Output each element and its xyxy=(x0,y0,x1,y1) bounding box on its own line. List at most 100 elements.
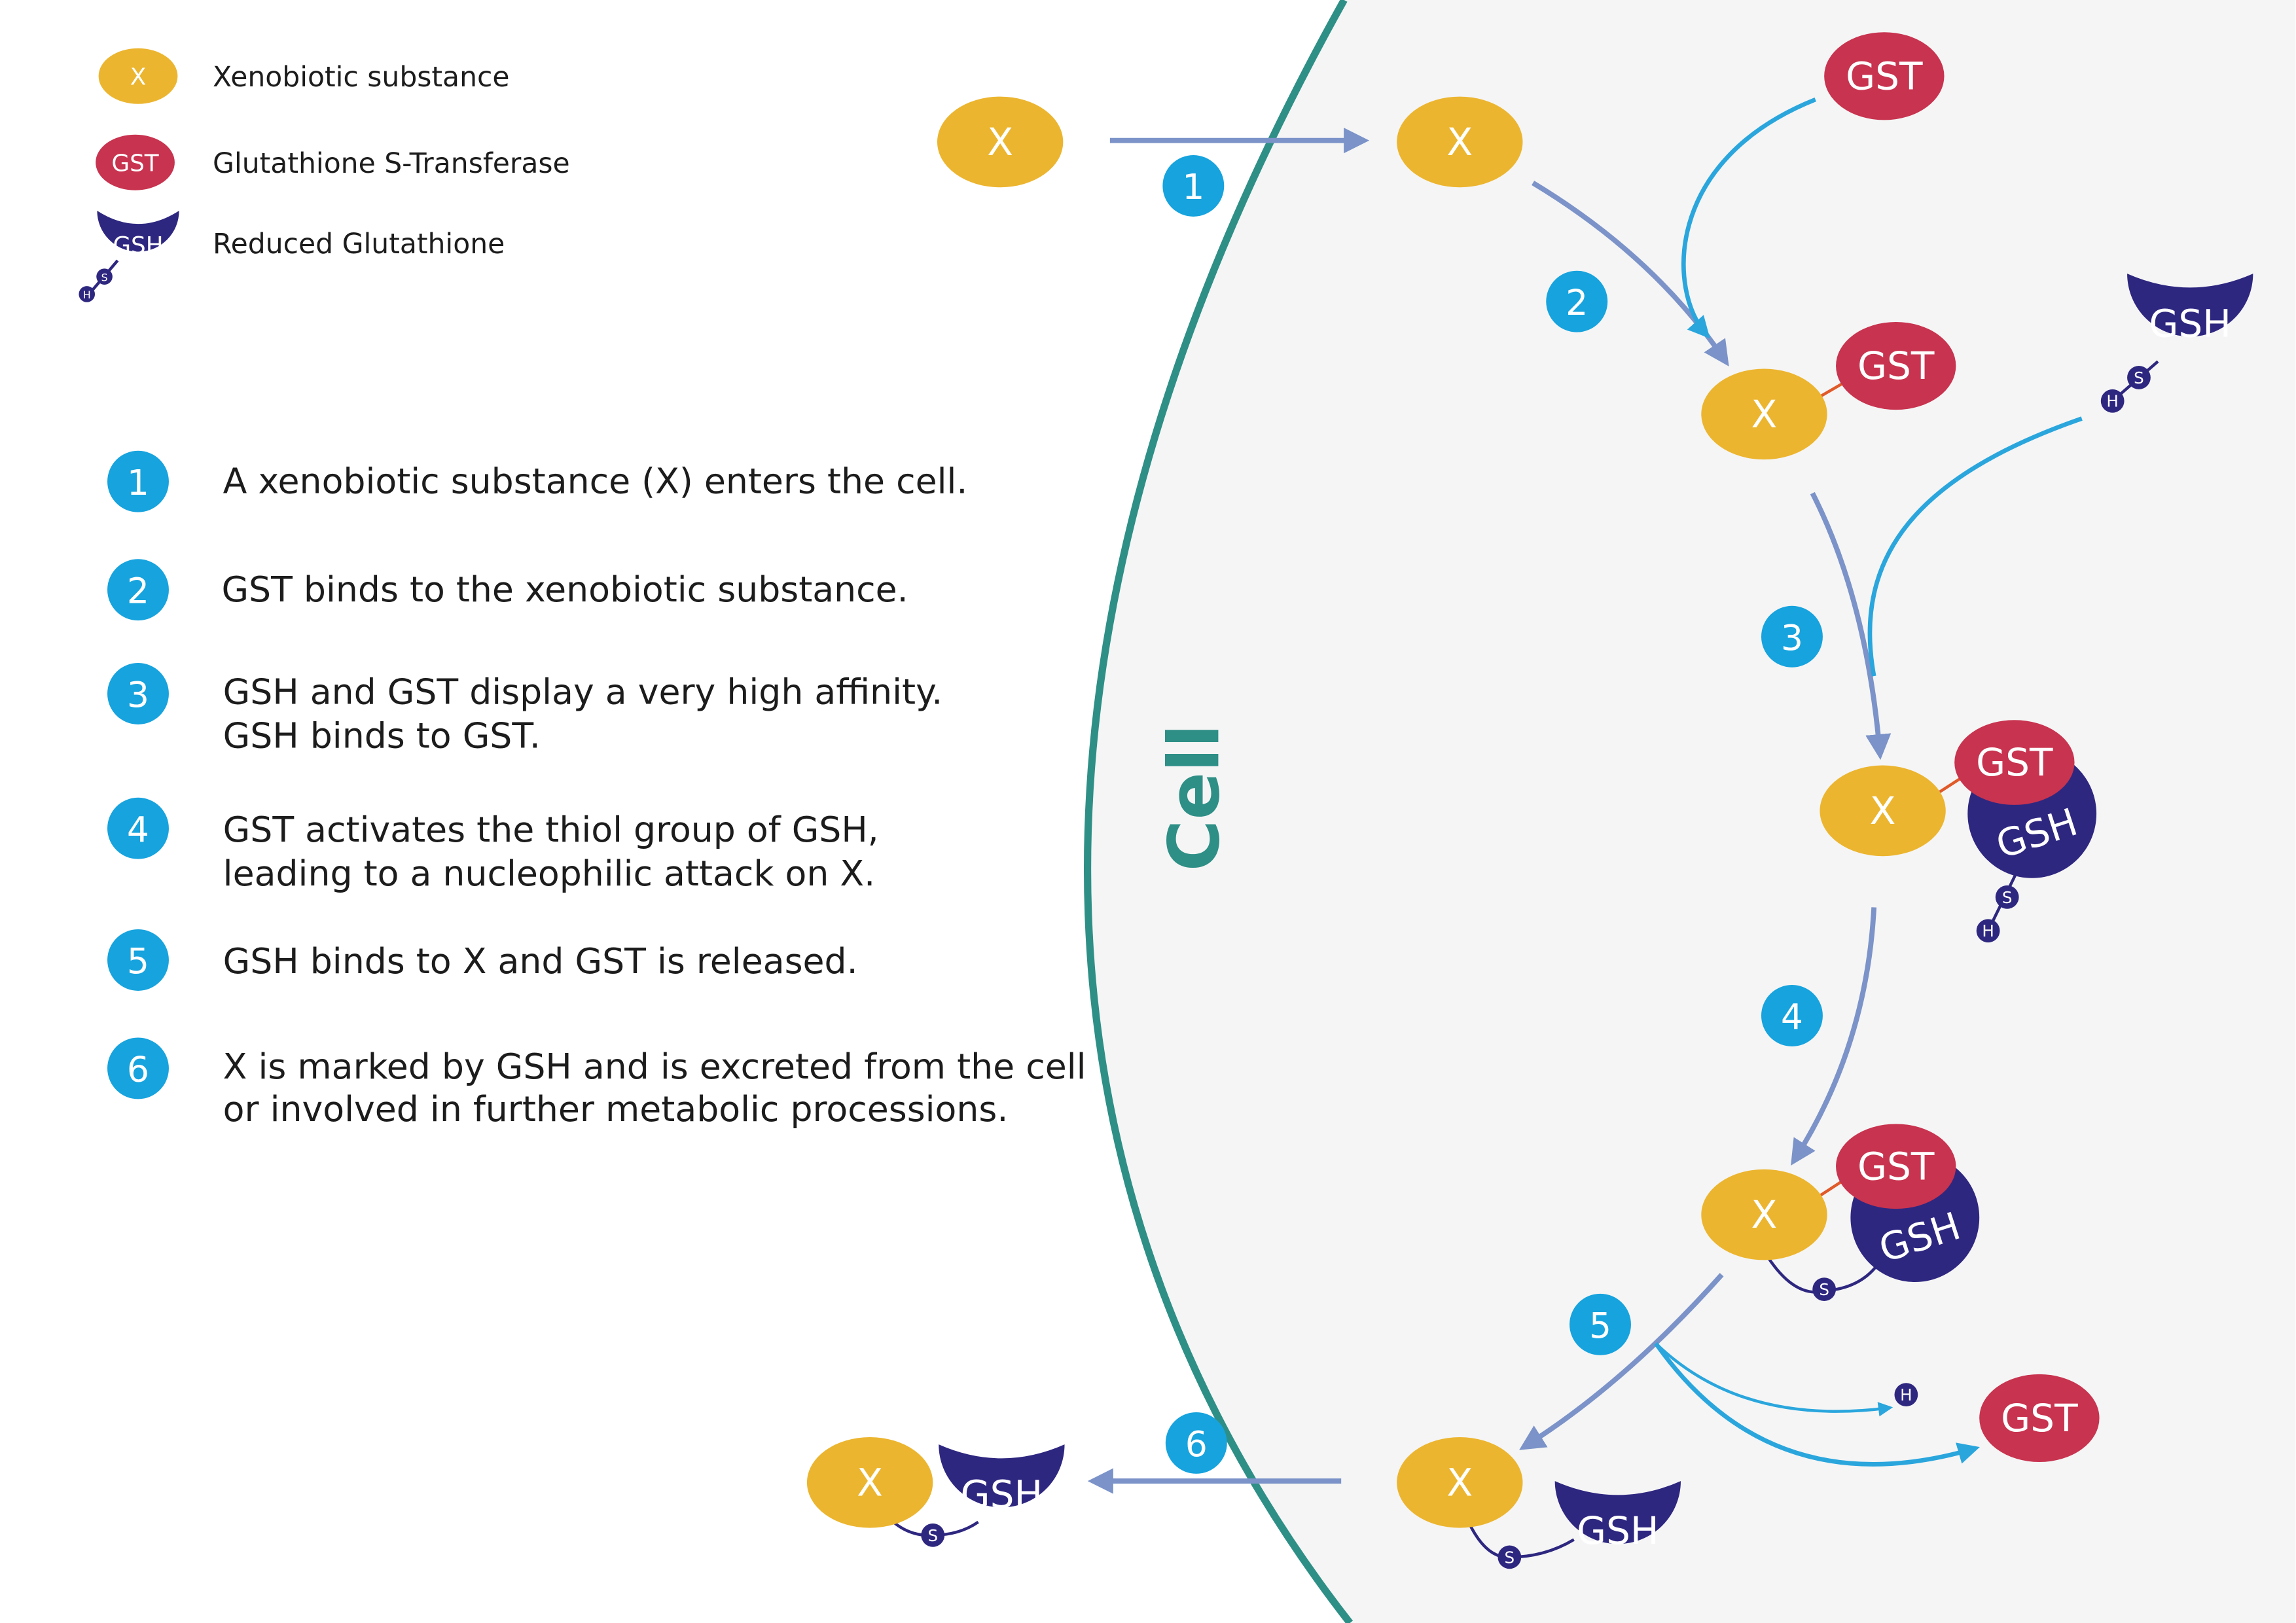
xenobiotic-glyph: X xyxy=(1751,1192,1778,1237)
diagram-step-badge-2 xyxy=(1546,270,1608,332)
xenobiotic-glyph: X xyxy=(1446,1460,1473,1505)
sulfur-atom xyxy=(1995,885,2019,909)
step-item-3: 3 GSH and GST display a very high affini… xyxy=(107,663,942,757)
gst-molecule xyxy=(1979,1374,2100,1463)
step-badge xyxy=(107,559,169,621)
sulfur-atom xyxy=(1498,1545,1522,1569)
sulfur-atom xyxy=(1812,1277,1837,1302)
released-hydrogen: H xyxy=(1894,1383,1918,1407)
legend-sulfur-atom xyxy=(96,268,113,285)
hydrogen-glyph: H xyxy=(2106,392,2118,411)
arrow-step-5 xyxy=(1519,1273,1724,1450)
diagram-step-number: 2 xyxy=(1566,282,1588,323)
legend-gst-glyph: GST xyxy=(111,151,158,177)
arrow-gst-bind xyxy=(1681,97,1816,339)
step-badge xyxy=(107,450,169,512)
step-badge xyxy=(107,1037,169,1099)
hydrogen-atom xyxy=(1894,1383,1918,1407)
arrow-step-3 xyxy=(1810,491,1892,760)
cell-interior xyxy=(1087,0,2296,1623)
xenobiotic-molecule xyxy=(937,96,1064,188)
xenobiotic-glyph: X xyxy=(1751,392,1778,437)
gst-glyph: GST xyxy=(1976,740,2053,785)
step-number: 1 xyxy=(127,462,149,503)
cell-membrane xyxy=(1084,0,1354,1623)
gsh-glyph: GSH xyxy=(1577,1508,1659,1553)
cell-label: Cell xyxy=(1153,724,1235,871)
arrow-h-release xyxy=(1655,1342,1893,1417)
step-item-6: 6 X is marked by GSH and is excreted fro… xyxy=(107,1037,1086,1130)
diagram-step-number: 4 xyxy=(1781,996,1803,1037)
step-number: 4 xyxy=(127,809,149,850)
pathway-arrows xyxy=(1087,97,2083,1494)
gst-glyph: GST xyxy=(1857,344,1935,388)
legend-gsh-label: Reduced Glutathione xyxy=(213,228,505,260)
gsh-glyph: GSH xyxy=(2149,301,2231,346)
conjugate-inside: S GSH X xyxy=(1397,1436,1681,1569)
step-text: or involved in further metabolic process… xyxy=(223,1088,1009,1130)
diagram-step-number: 6 xyxy=(1185,1423,1208,1465)
legend-xenobiotic-glyph: X xyxy=(130,64,147,91)
step-number: 5 xyxy=(127,940,149,982)
step-number: 6 xyxy=(127,1049,149,1090)
sulfur-atom xyxy=(921,1523,945,1547)
step-text: X is marked by GSH and is excreted from … xyxy=(223,1046,1086,1087)
gst-molecule xyxy=(1836,321,1956,410)
sulfur-glyph: S xyxy=(2134,368,2144,387)
gst-glyph: GST xyxy=(1857,1144,1935,1188)
gst-glyph: GST xyxy=(2001,1396,2078,1440)
sulfur-atom xyxy=(2127,366,2151,389)
xenobiotic-molecule xyxy=(806,1436,933,1528)
sulfur-glyph: S xyxy=(927,1526,938,1545)
legend-hydrogen-glyph: H xyxy=(83,289,91,301)
complex-x-gst: GST X xyxy=(1701,321,1956,460)
xenobiotic-molecule xyxy=(1701,368,1827,460)
xenobiotic-glyph: X xyxy=(857,1460,883,1505)
step-badge xyxy=(107,797,169,859)
step-text: GST binds to the xenobiotic substance. xyxy=(221,569,908,610)
step-text: GSH binds to GST. xyxy=(223,715,541,757)
step-text: leading to a nucleophilic attack on X. xyxy=(223,853,876,894)
gsh-molecule xyxy=(939,1444,1065,1508)
released-gst: GST xyxy=(1979,1374,2100,1463)
step-badge xyxy=(107,663,169,724)
sulfur-glyph: S xyxy=(1505,1548,1515,1567)
arrow-gsh-bind xyxy=(1867,416,2083,677)
diagram-step-badge-1 xyxy=(1162,155,1225,217)
xenobiotic-molecule xyxy=(1397,1436,1523,1528)
legend-gsh-symbol xyxy=(97,211,179,252)
arrow-gst-release xyxy=(1654,1342,1980,1467)
xenobiotic-glyph: X xyxy=(1870,789,1896,833)
step-number: 3 xyxy=(127,674,149,715)
legend-gst-symbol xyxy=(96,134,175,190)
legend-hydrogen-atom xyxy=(79,286,96,302)
gsh-molecule xyxy=(2127,274,2253,337)
step-number: 2 xyxy=(127,570,149,611)
diagram-step-number: 1 xyxy=(1182,166,1204,207)
conjugate-excreted: S GSH X xyxy=(806,1436,1065,1547)
hydrogen-atom xyxy=(1976,919,2000,943)
sulfur-glyph: S xyxy=(1819,1280,1829,1299)
xenobiotic-inside: X xyxy=(1397,96,1523,188)
step-item-1: 1 A xenobiotic substance (X) enters the … xyxy=(107,450,968,512)
arrow-step-4 xyxy=(1791,907,1877,1166)
diagram-step-badge-5 xyxy=(1570,1293,1631,1355)
diagram-step-number: 3 xyxy=(1781,617,1803,658)
complex-activated: S GSH GST X xyxy=(1701,1124,1980,1302)
xenobiotic-glyph: X xyxy=(1446,120,1473,164)
gsh-free: GSH S H xyxy=(2100,274,2253,413)
step-text: A xenobiotic substance (X) enters the ce… xyxy=(223,461,968,502)
step-badge xyxy=(107,929,169,991)
diagram-step-number: 5 xyxy=(1589,1305,1611,1346)
step-text: GSH binds to X and GST is released. xyxy=(223,940,858,982)
diagram-step-badge-4 xyxy=(1761,984,1823,1046)
legend-gsh-glyph: GSH xyxy=(113,232,163,259)
legend-sulfur-glyph: S xyxy=(101,271,108,283)
legend-gst-label: Glutathione S-Transferase xyxy=(213,148,570,180)
xenobiotic-molecule xyxy=(1820,765,1946,857)
xenobiotic-outside: X xyxy=(937,96,1064,188)
gst-glyph: GST xyxy=(1846,54,1923,98)
gst-molecule xyxy=(1836,1124,1956,1209)
